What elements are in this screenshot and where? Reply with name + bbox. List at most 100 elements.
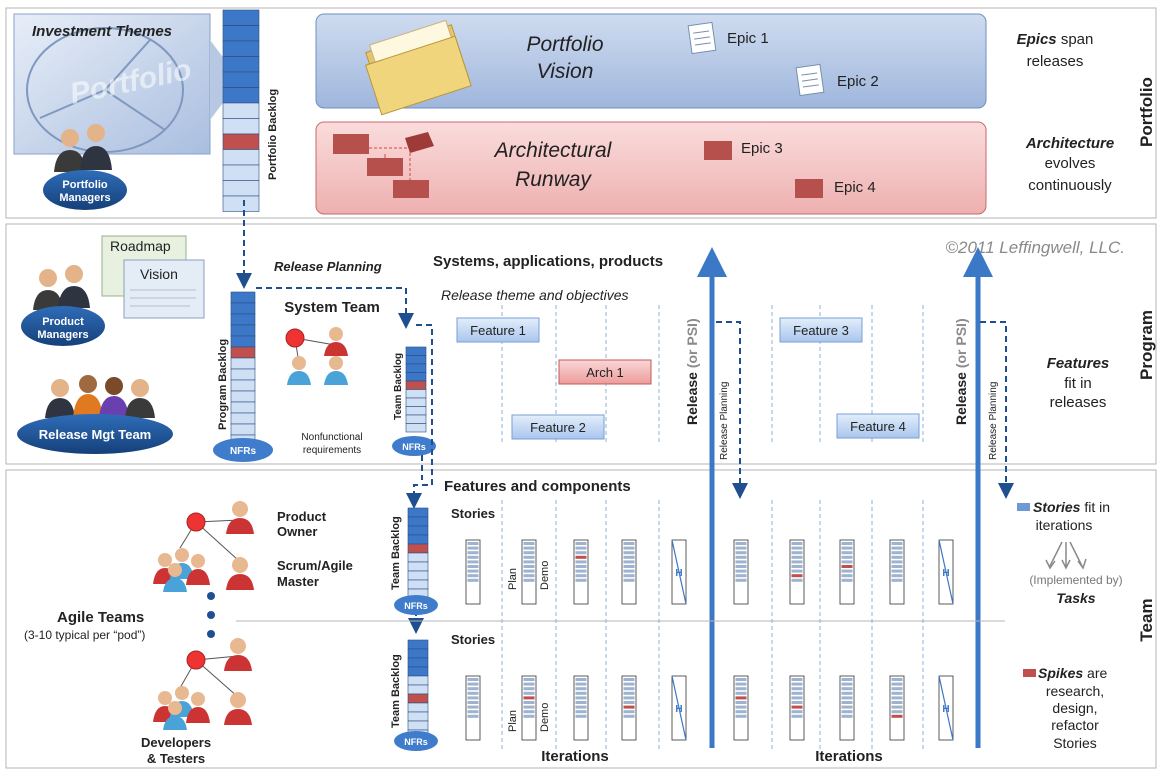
story-bar	[523, 696, 535, 700]
arch1-box	[558, 359, 652, 385]
story-bar	[575, 555, 587, 559]
story-bar	[891, 574, 903, 578]
program-backlog-row	[230, 412, 256, 425]
program-team-backlog-row	[405, 355, 427, 365]
story-bar	[891, 705, 903, 709]
story-bar	[735, 710, 747, 714]
story-bar	[623, 542, 635, 545]
story-bar	[891, 542, 903, 545]
story-bar	[467, 710, 479, 714]
story-bar	[891, 696, 903, 700]
feature1-label: Feature 1	[470, 323, 526, 338]
story-bar	[623, 551, 635, 555]
story-bar	[735, 714, 747, 718]
portfolio-vision-title-1: Portfolio	[526, 33, 603, 56]
architecture-annotation: Architecture	[1025, 135, 1114, 152]
portfolio-managers-label-2: Managers	[59, 192, 110, 204]
story-bar	[523, 546, 535, 550]
story-bar	[575, 714, 587, 718]
story-bar	[467, 569, 479, 573]
team1-backlog-label: Team Backlog	[390, 516, 402, 590]
team1-plan-label: Plan	[507, 568, 519, 590]
stories-fit-rest: fit in	[1080, 499, 1110, 515]
program-team-backlog-row	[405, 414, 427, 424]
epic1-document-icon	[687, 21, 717, 55]
story-bar	[467, 542, 479, 545]
story-bar	[841, 565, 853, 568]
story-bar	[841, 578, 853, 582]
systems-heading: Systems, applications, products	[433, 253, 663, 270]
story-bar	[467, 560, 479, 564]
story-bar	[891, 555, 903, 559]
story-bar	[575, 696, 587, 700]
story-bar	[791, 691, 803, 695]
story-bar	[575, 705, 587, 709]
team2-backlog-row	[407, 693, 429, 704]
epics-releases-text: releases	[1027, 53, 1084, 70]
story-bar	[841, 569, 853, 573]
story-bar	[467, 546, 479, 550]
release1-word: Release	[684, 372, 700, 425]
story-bar	[791, 687, 803, 691]
team2-backlog-row	[407, 648, 429, 659]
scrum-master-label-1: Scrum/Agile	[277, 558, 353, 573]
story-bar	[575, 574, 587, 578]
spikes-legend-swatch	[1023, 669, 1036, 677]
spikes-em: Spikes	[1038, 665, 1083, 681]
program-backlog-row	[230, 313, 256, 326]
team2-backlog-row	[407, 711, 429, 722]
story-bar	[891, 701, 903, 704]
team2-org-chart-icon	[153, 638, 252, 730]
implemented-by-text: (Implemented by)	[1029, 573, 1122, 587]
story-bar	[575, 565, 587, 568]
team2-nfrs-disk	[394, 731, 438, 751]
program-backlog-row	[230, 401, 256, 414]
story-bar	[891, 565, 903, 568]
story-bar	[523, 574, 535, 578]
story-bar	[467, 705, 479, 709]
team2-stories-label: Stories	[451, 632, 495, 647]
story-bar	[623, 705, 635, 709]
portfolio-managers-label-1: Portfolio	[62, 179, 107, 191]
story-bar	[735, 678, 747, 681]
program-team-backlog-row	[405, 389, 427, 399]
story-bar	[467, 574, 479, 578]
story-bar	[841, 696, 853, 700]
portfolio-backlog	[222, 9, 260, 212]
story-bar	[623, 687, 635, 691]
product-owner-label-1: Product	[277, 509, 327, 524]
tasks-arrows	[1045, 541, 1087, 570]
epic2-label: Epic 2	[837, 73, 879, 90]
epic3-label: Epic 3	[741, 140, 783, 157]
epic4-marker	[795, 179, 823, 198]
story-bar	[523, 560, 535, 564]
investment-themes-label: Investment Themes	[32, 23, 172, 40]
story-bar	[735, 691, 747, 695]
feature2-box	[511, 414, 605, 440]
team2-backlog-row	[407, 639, 429, 650]
program-team-backlog-row	[405, 363, 427, 373]
developers-testers-label-1: Developers	[141, 735, 211, 750]
team1-backlog-row	[407, 561, 429, 572]
story-bar	[735, 560, 747, 564]
story-bar	[523, 678, 535, 681]
team1-backlog	[407, 507, 429, 608]
team1-org-chart-icon	[153, 501, 254, 592]
story-bar	[735, 551, 747, 555]
story-bar	[841, 682, 853, 686]
story-bar	[575, 578, 587, 582]
program-section-label: Program	[1137, 310, 1156, 380]
features-releases-text: releases	[1050, 394, 1107, 411]
program-backlog-row	[230, 423, 256, 436]
story-bar	[841, 546, 853, 550]
portfolio-vision-title-2: Vision	[537, 60, 594, 83]
story-bar	[735, 701, 747, 704]
story-bar	[467, 701, 479, 704]
team2-backlog	[407, 639, 429, 740]
program-backlog-label: Program Backlog	[217, 339, 229, 430]
story-bar	[623, 546, 635, 550]
story-bar	[623, 696, 635, 700]
program-backlog-row	[230, 379, 256, 392]
story-bar	[467, 696, 479, 700]
stories-iterations-text: iterations	[1036, 517, 1093, 533]
